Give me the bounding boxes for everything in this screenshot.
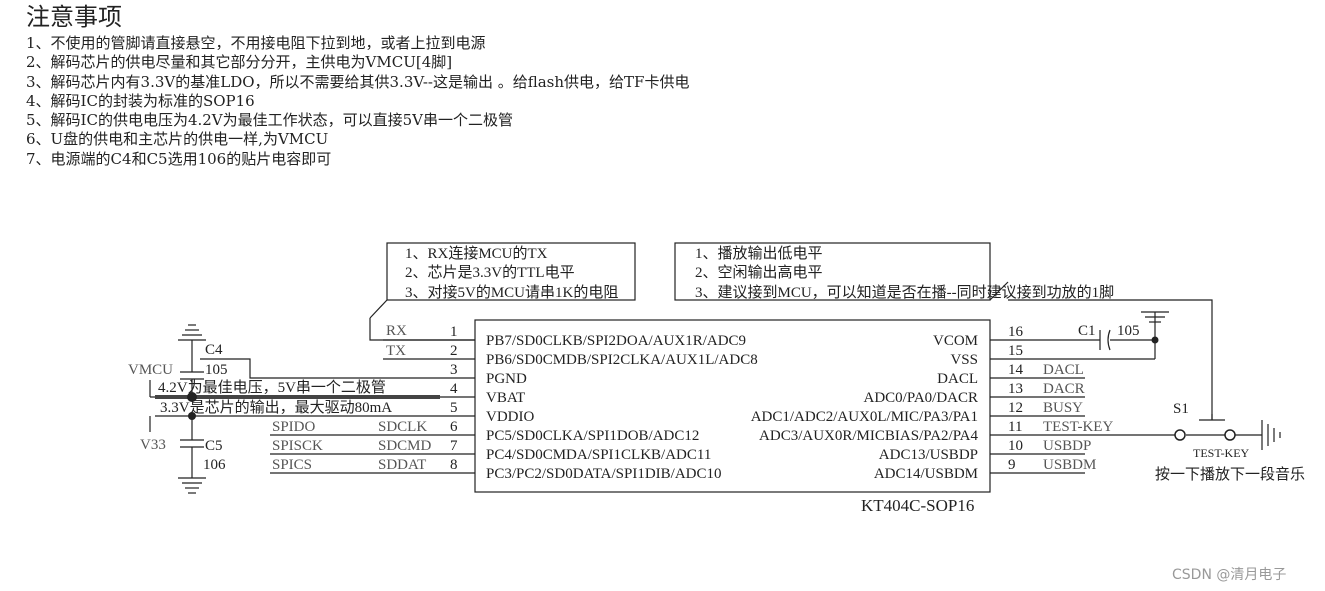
pin-name: PGND <box>486 371 527 387</box>
c1-label: C1 <box>1078 323 1096 339</box>
callout-left-box <box>386 242 636 301</box>
pin-name: ADC13/USBDP <box>879 447 978 463</box>
pin-name: VBAT <box>486 390 525 406</box>
switch-terminal <box>1174 429 1186 441</box>
callout-right-box <box>674 242 991 301</box>
note-item: 4、解码IC的封装为标准的SOP16 <box>26 91 255 110</box>
pin-name: PC5/SD0CLKA/SPI1DOB/ADC12 <box>486 428 699 444</box>
callout-right-line: 1、播放输出低电平 <box>695 245 823 262</box>
pin-number: 1 <box>450 324 458 340</box>
net-label-test-key: TEST-KEY <box>1043 419 1113 435</box>
c5-value: 106 <box>203 457 226 473</box>
c4-label: C4 <box>205 342 223 358</box>
ic-body <box>474 319 991 493</box>
pin-name: VDDIO <box>486 409 534 425</box>
pin-number: 13 <box>1008 381 1023 397</box>
vddio-note: 3.3V是芯片的输出，最大驱动80mA <box>160 399 392 416</box>
net-label-rx: RX <box>386 323 407 339</box>
pin-number: 10 <box>1008 438 1023 454</box>
pin-name: ADC0/PA0/DACR <box>864 390 978 406</box>
pin-name: VSS <box>950 352 978 368</box>
note-item: 6、U盘的供电和主芯片的供电一样,为VMCU <box>26 130 329 149</box>
net-label-usbdm: USBDM <box>1043 457 1096 473</box>
callout-left-line: 3、对接5V的MCU请串1K的电阻 <box>405 284 618 301</box>
c4-value: 105 <box>205 362 228 378</box>
switch-label: TEST-KEY <box>1193 446 1250 460</box>
net-label-usbdp: USBDP <box>1043 438 1091 454</box>
switch-terminal <box>1224 429 1236 441</box>
pin-number: 12 <box>1008 400 1023 416</box>
note-item: 3、解码芯片内有3.3V的基准LDO，所以不需要给其供3.3V--这是输出 。给… <box>26 72 690 91</box>
net-label-dacr: DACR <box>1043 381 1085 397</box>
part-name: KT404C-SOP16 <box>861 496 974 515</box>
net-label-sdclk: SDCLK <box>378 419 427 435</box>
callout-right-line: 2、空闲输出高电平 <box>695 264 823 281</box>
pin-number: 4 <box>450 381 458 397</box>
notes-title: 注意事项 <box>26 3 122 31</box>
pin-name: PC4/SD0CMDA/SPI1CLKB/ADC11 <box>486 447 711 463</box>
pin-name: PB6/SD0CMDB/SPI2CLKA/AUX1L/ADC8 <box>486 352 758 368</box>
switch-name: S1 <box>1173 401 1189 417</box>
notes-block: 注意事项 1、不使用的管脚请直接悬空，不用接电阻下拉到地，或者上拉到电源 2、解… <box>26 4 689 169</box>
net-label-spisck: SPISCK <box>272 438 323 454</box>
note-item: 5、解码IC的供电电压为4.2V为最佳工作状态，可以直接5V串一个二极管 <box>26 111 514 130</box>
pin-number: 5 <box>450 400 458 416</box>
net-label-spido: SPIDO <box>272 419 316 435</box>
net-label-spics: SPICS <box>272 457 312 473</box>
pin-name: ADC3/AUX0R/MICBIAS/PA2/PA4 <box>759 428 978 444</box>
note-item: 7、电源端的C4和C5选用106的贴片电容即可 <box>26 149 332 168</box>
v33-label: V33 <box>140 437 166 453</box>
pin-name: VCOM <box>933 333 978 349</box>
pin-number: 8 <box>450 457 458 473</box>
pin-name: ADC14/USBDM <box>874 466 978 482</box>
net-label-tx: TX <box>386 343 406 359</box>
callout-left-line: 1、RX连接MCU的TX <box>405 245 548 262</box>
pin-number: 16 <box>1008 324 1024 340</box>
pin-number: 11 <box>1008 419 1022 435</box>
pin-name: PC3/PC2/SD0DATA/SPI1DIB/ADC10 <box>486 466 722 482</box>
net-label-busy: BUSY <box>1043 400 1083 416</box>
note-item: 2、解码芯片的供电尽量和其它部分分开，主供电为VMCU[4脚] <box>26 53 453 72</box>
pin-number: 7 <box>450 438 458 454</box>
note-item: 1、不使用的管脚请直接悬空，不用接电阻下拉到地，或者上拉到电源 <box>26 34 486 52</box>
pin-name: DACL <box>937 371 978 387</box>
pin-number: 3 <box>450 362 458 378</box>
switch-description: 按一下播放下一段音乐 <box>1155 466 1305 483</box>
pin-name: PB7/SD0CLKB/SPI2DOA/AUX1R/ADC9 <box>486 333 746 349</box>
pin-number: 9 <box>1008 457 1016 473</box>
net-label-sddat: SDDAT <box>378 457 426 473</box>
pin-number: 15 <box>1008 343 1023 359</box>
c5-label: C5 <box>205 438 223 454</box>
callout-left-line: 2、芯片是3.3V的TTL电平 <box>405 264 575 281</box>
c1-value: 105 <box>1117 323 1140 339</box>
vmcu-label: VMCU <box>128 362 173 378</box>
callout-right-line: 3、建议接到MCU，可以知道是否在播--同时建议接到功放的1脚 <box>695 284 1114 301</box>
pin-number: 2 <box>450 343 458 359</box>
net-label-sdcmd: SDCMD <box>378 438 432 454</box>
net-label-dacl: DACL <box>1043 362 1084 378</box>
watermark: CSDN @清月电子 <box>1172 567 1286 583</box>
vbat-note: 4.2V为最佳电压，5V串一个二极管 <box>158 379 386 396</box>
pin-number: 14 <box>1008 362 1024 378</box>
pin-number: 6 <box>450 419 458 435</box>
pin-name: ADC1/ADC2/AUX0L/MIC/PA3/PA1 <box>751 409 978 425</box>
